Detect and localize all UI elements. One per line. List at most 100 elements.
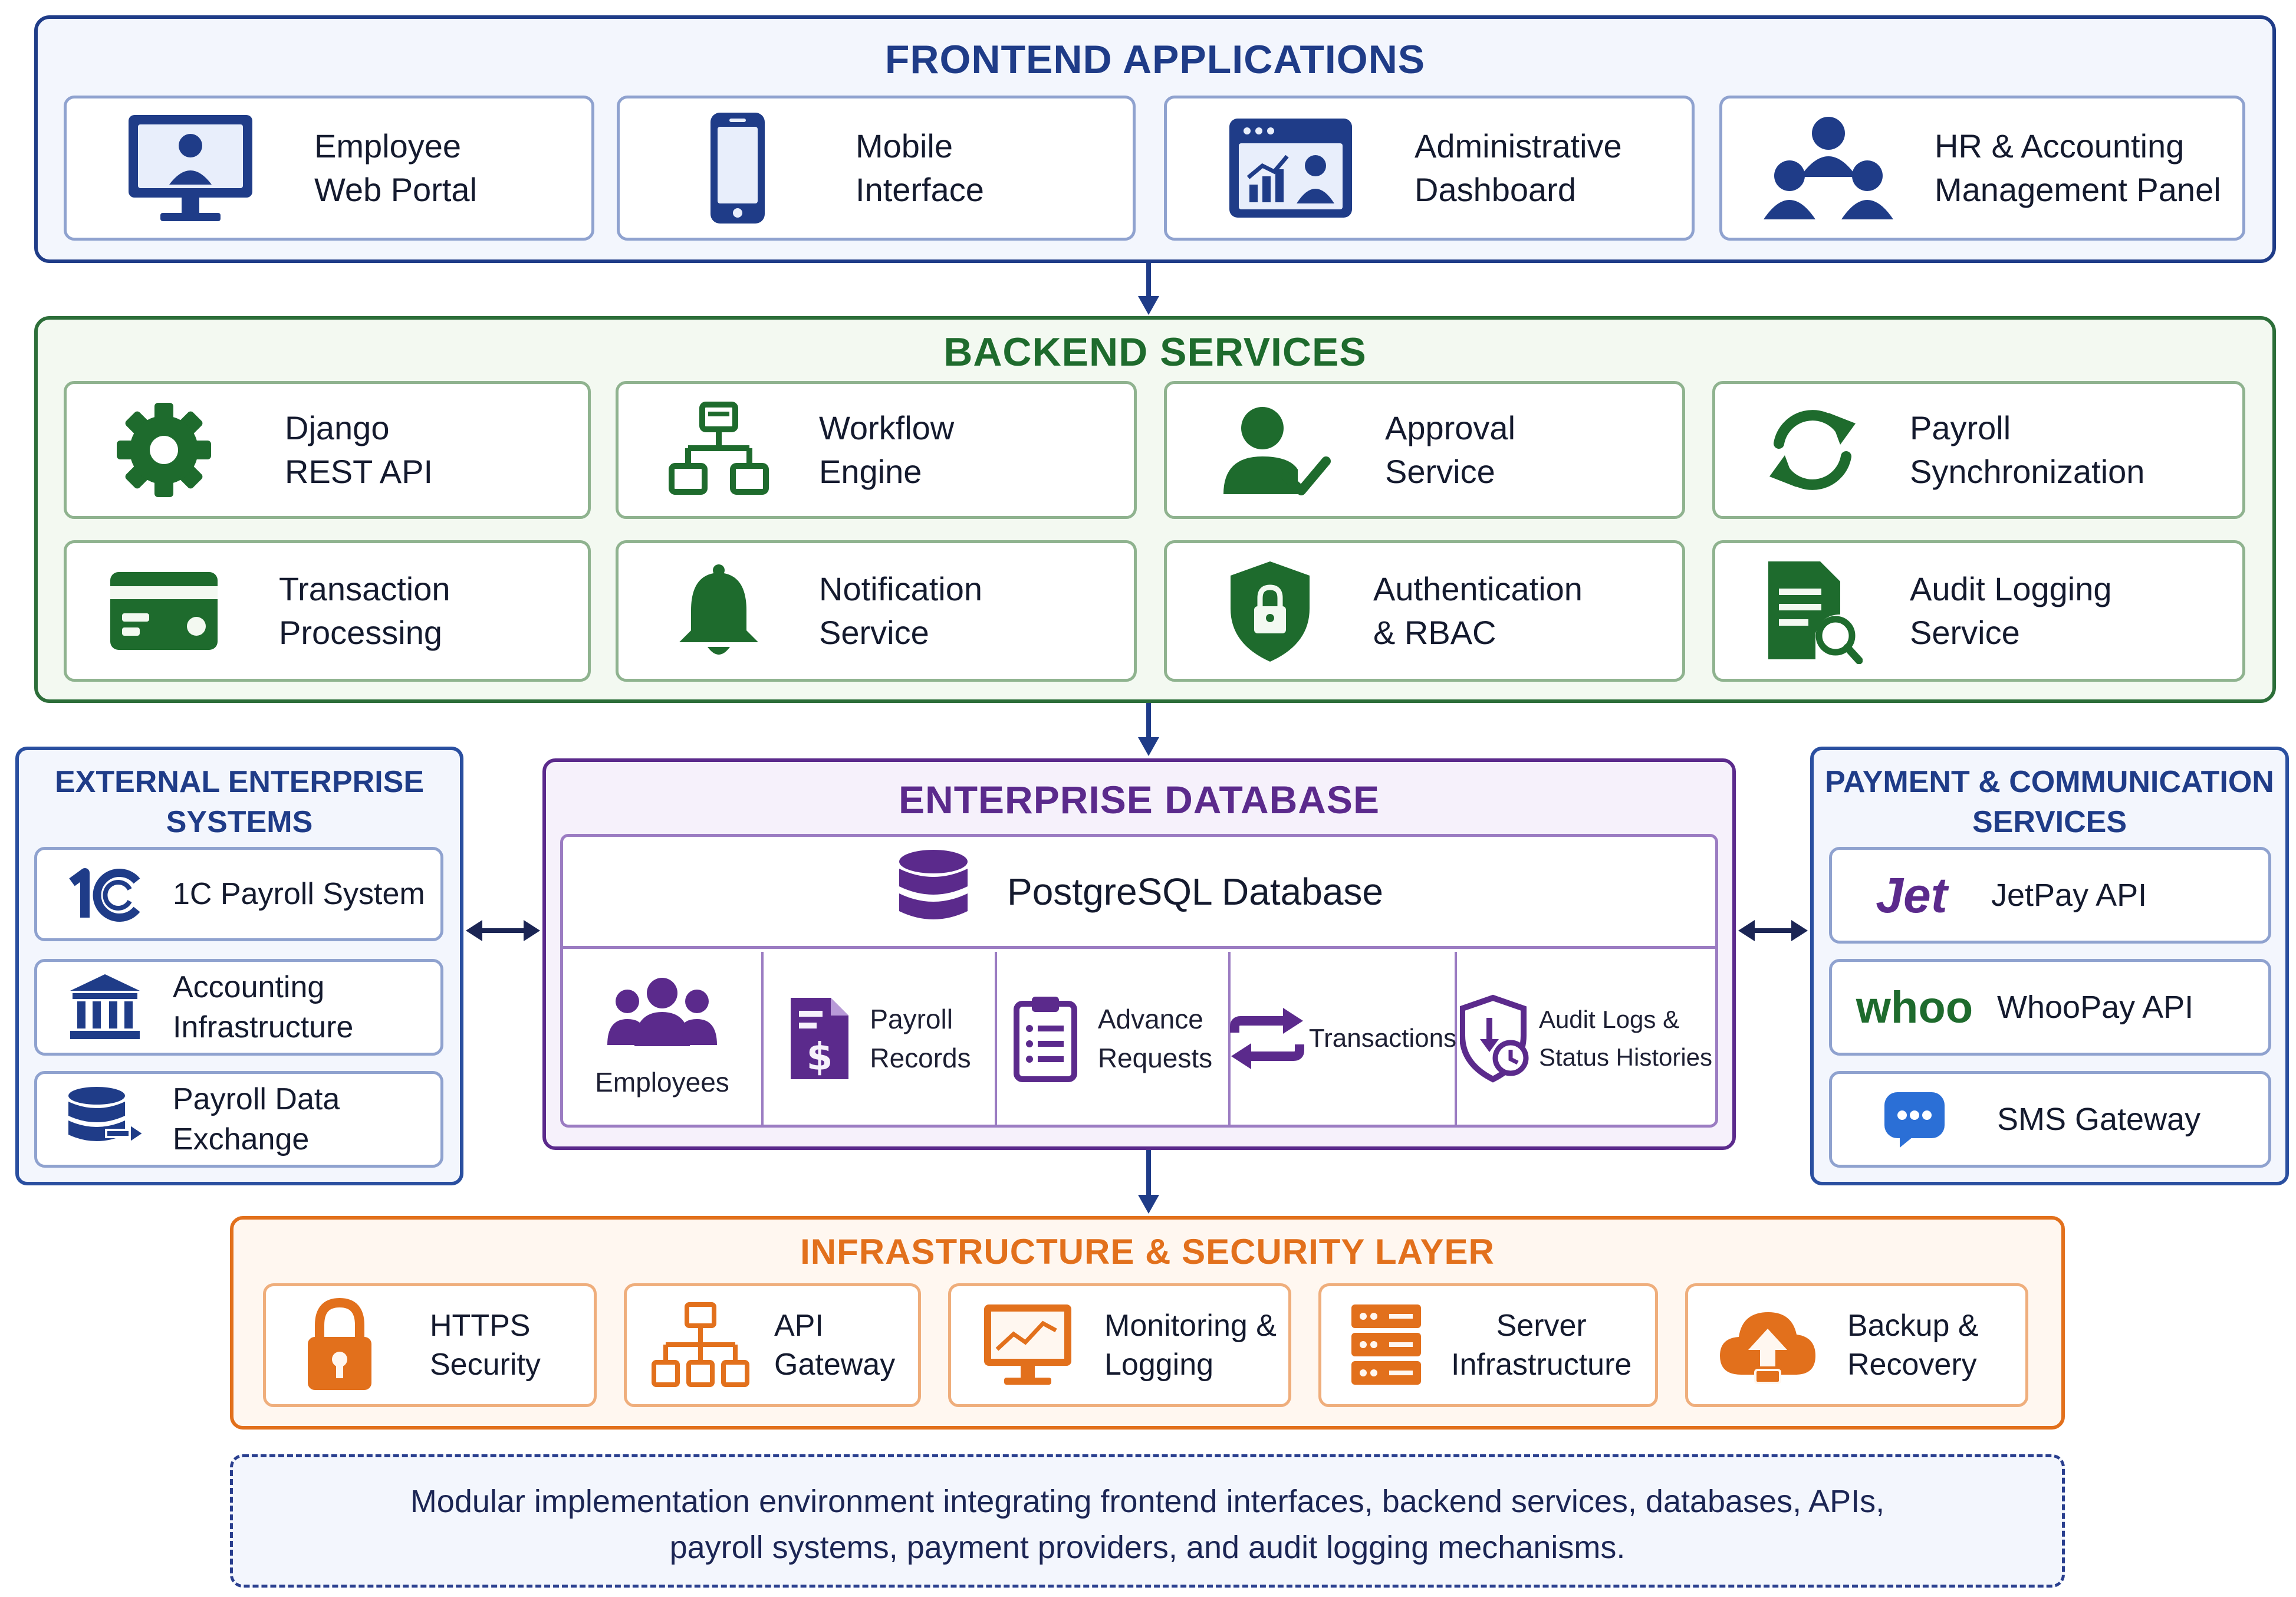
frontend-label-employee-portal: Employee Web Portal bbox=[314, 127, 477, 208]
desktop-user-icon bbox=[67, 109, 314, 227]
backend-label-transaction-processing: Transaction Processing bbox=[279, 570, 450, 651]
db-table-advance-requests[interactable]: Advance Requests bbox=[997, 952, 1231, 1125]
infra-label-monitoring: Monitoring & Logging bbox=[1104, 1309, 1277, 1382]
backend-card-authentication[interactable]: Authentication & RBAC bbox=[1164, 540, 1685, 682]
arrow-frontend-to-backend bbox=[1138, 263, 1159, 315]
db-table-employees[interactable]: Employees bbox=[563, 952, 764, 1125]
db-table-payroll-records[interactable]: $ Payroll Records bbox=[764, 952, 997, 1125]
arrow-database-to-infra bbox=[1138, 1150, 1159, 1214]
payment-label-jetpay: JetPay API bbox=[1991, 878, 2147, 913]
monitor-chart-icon bbox=[951, 1301, 1104, 1389]
payroll-document-icon: $ bbox=[787, 994, 852, 1083]
backend-card-workflow-engine[interactable]: Workflow Engine bbox=[616, 381, 1137, 519]
padlock-icon bbox=[266, 1298, 413, 1392]
backend-label-audit-logging: Audit Logging Service bbox=[1910, 570, 2112, 651]
database-tables-row: Employees $ Payroll Records bbox=[563, 952, 1715, 1125]
smartphone-icon bbox=[620, 109, 856, 227]
postgresql-label: PostgreSQL Database bbox=[1007, 870, 1383, 913]
infra-title: INFRASTRUCTURE & SECURITY LAYER bbox=[800, 1232, 1495, 1271]
backend-label-workflow-engine: Workflow Engine bbox=[819, 409, 955, 490]
external-title: EXTERNAL ENTERPRISE SYSTEMS bbox=[54, 765, 425, 839]
jetpay-logo-text: Jet bbox=[1876, 867, 1948, 923]
people-icon bbox=[606, 975, 718, 1052]
payment-title: PAYMENT & COMMUNICATION SERVICES bbox=[1825, 765, 2274, 839]
clipboard-icon bbox=[1013, 994, 1078, 1083]
frontend-card-mobile[interactable]: Mobile Interface bbox=[617, 96, 1136, 241]
backend-card-transaction-processing[interactable]: Transaction Processing bbox=[64, 540, 591, 682]
bank-icon bbox=[37, 972, 173, 1043]
dashboard-icon bbox=[1167, 115, 1415, 221]
frontend-label-mobile: Mobile Interface bbox=[856, 127, 984, 208]
network-hierarchy-icon bbox=[627, 1301, 774, 1389]
payment-card-jetpay[interactable]: Jet JetPay API bbox=[1829, 847, 2271, 944]
db-label-transactions: Transactions bbox=[1308, 1023, 1457, 1053]
arrow-backend-to-database bbox=[1138, 703, 1159, 756]
backend-label-notification-service: Notification Service bbox=[819, 570, 983, 651]
backend-label-payroll-sync: Payroll Synchronization bbox=[1910, 409, 2145, 490]
frontend-card-employee-portal[interactable]: Employee Web Portal bbox=[64, 96, 594, 241]
payment-label-sms-gateway: SMS Gateway bbox=[1997, 1102, 2201, 1137]
database-panel: PostgreSQL Database Employees bbox=[560, 834, 1718, 1128]
infra-card-backup[interactable]: Backup & Recovery bbox=[1685, 1283, 2028, 1407]
db-table-audit-logs[interactable]: Audit Logs & Status Histories bbox=[1457, 952, 1715, 1125]
payment-card-sms-gateway[interactable]: SMS Gateway bbox=[1829, 1071, 2271, 1168]
gear-icon bbox=[67, 400, 261, 500]
backend-card-audit-logging[interactable]: Audit Logging Service bbox=[1712, 540, 2245, 682]
backend-label-authentication: Authentication & RBAC bbox=[1373, 570, 1583, 651]
external-label-payroll-exchange: Payroll Data Exchange bbox=[173, 1082, 340, 1156]
frontend-card-hr-accounting[interactable]: HR & Accounting Management Panel bbox=[1719, 96, 2245, 241]
payment-label-whoopay: WhooPay API bbox=[1997, 990, 2194, 1025]
infra-label-api-gateway: API Gateway bbox=[774, 1309, 896, 1382]
whoopay-logo: whoo bbox=[1832, 982, 1997, 1033]
frontend-label-hr-accounting: HR & Accounting Management Panel bbox=[1935, 127, 2221, 208]
db-table-transactions[interactable]: Transactions bbox=[1229, 952, 1457, 1125]
frontend-title: FRONTEND APPLICATIONS bbox=[884, 37, 1426, 82]
db-label-audit-logs: Audit Logs & Status Histories bbox=[1538, 1005, 1713, 1071]
database-cylinder-icon bbox=[895, 847, 972, 936]
summary-note: Modular implementation environment integ… bbox=[230, 1454, 2065, 1588]
infra-label-backup: Backup & Recovery bbox=[1847, 1309, 1979, 1382]
infra-label-https: HTTPS Security bbox=[430, 1309, 541, 1382]
external-card-payroll-exchange[interactable]: Payroll Data Exchange bbox=[34, 1071, 443, 1168]
payment-card-whoopay[interactable]: whoo WhooPay API bbox=[1829, 959, 2271, 1056]
database-exchange-icon bbox=[37, 1084, 173, 1155]
cloud-upload-icon bbox=[1688, 1304, 1847, 1386]
external-card-accounting[interactable]: Accounting Infrastructure bbox=[34, 959, 443, 1056]
shield-lock-icon bbox=[1167, 558, 1373, 664]
external-label-1c-payroll: 1C Payroll System bbox=[173, 877, 425, 911]
backend-card-payroll-sync[interactable]: Payroll Synchronization bbox=[1712, 381, 2245, 519]
jetpay-logo: Jet bbox=[1832, 867, 1991, 924]
chat-bubble-icon bbox=[1832, 1090, 1997, 1149]
infra-card-server[interactable]: Server Infrastructure bbox=[1318, 1283, 1658, 1407]
external-label-accounting: Accounting Infrastructure bbox=[173, 970, 354, 1044]
shield-clock-icon bbox=[1459, 994, 1531, 1083]
whoopay-logo-text: whoo bbox=[1856, 982, 1973, 1033]
external-card-1c-payroll[interactable]: 1C Payroll System bbox=[34, 847, 443, 941]
backend-title: BACKEND SERVICES bbox=[943, 330, 1367, 374]
frontend-label-admin-dashboard: Administrative Dashboard bbox=[1415, 127, 1622, 208]
sync-icon bbox=[1715, 400, 1910, 500]
infra-card-api-gateway[interactable]: API Gateway bbox=[624, 1283, 921, 1407]
document-search-icon bbox=[1715, 558, 1910, 664]
db-label-employees: Employees bbox=[595, 1066, 729, 1097]
svg-text:$: $ bbox=[807, 1036, 833, 1079]
credit-card-icon bbox=[67, 570, 261, 652]
user-check-icon bbox=[1167, 400, 1385, 500]
transfer-arrows-icon bbox=[1229, 1003, 1305, 1074]
database-title: ENTERPRISE DATABASE bbox=[899, 778, 1380, 821]
server-rack-icon bbox=[1321, 1301, 1451, 1389]
infra-card-https[interactable]: HTTPS Security bbox=[263, 1283, 597, 1407]
backend-card-approval-service[interactable]: Approval Service bbox=[1164, 381, 1685, 519]
infra-card-monitoring[interactable]: Monitoring & Logging bbox=[948, 1283, 1291, 1407]
1c-logo-icon bbox=[37, 865, 173, 924]
frontend-card-admin-dashboard[interactable]: Administrative Dashboard bbox=[1164, 96, 1695, 241]
db-label-payroll-records: Payroll Records bbox=[870, 1003, 971, 1073]
postgresql-header[interactable]: PostgreSQL Database bbox=[563, 837, 1715, 949]
backend-card-notification-service[interactable]: Notification Service bbox=[616, 540, 1137, 682]
backend-card-django-api[interactable]: Django REST API bbox=[64, 381, 591, 519]
workflow-icon bbox=[619, 400, 819, 500]
summary-note-text: Modular implementation environment integ… bbox=[410, 1484, 1885, 1565]
bell-icon bbox=[619, 561, 819, 661]
backend-label-django-api: Django REST API bbox=[285, 409, 433, 490]
arrow-external-database bbox=[466, 920, 540, 941]
